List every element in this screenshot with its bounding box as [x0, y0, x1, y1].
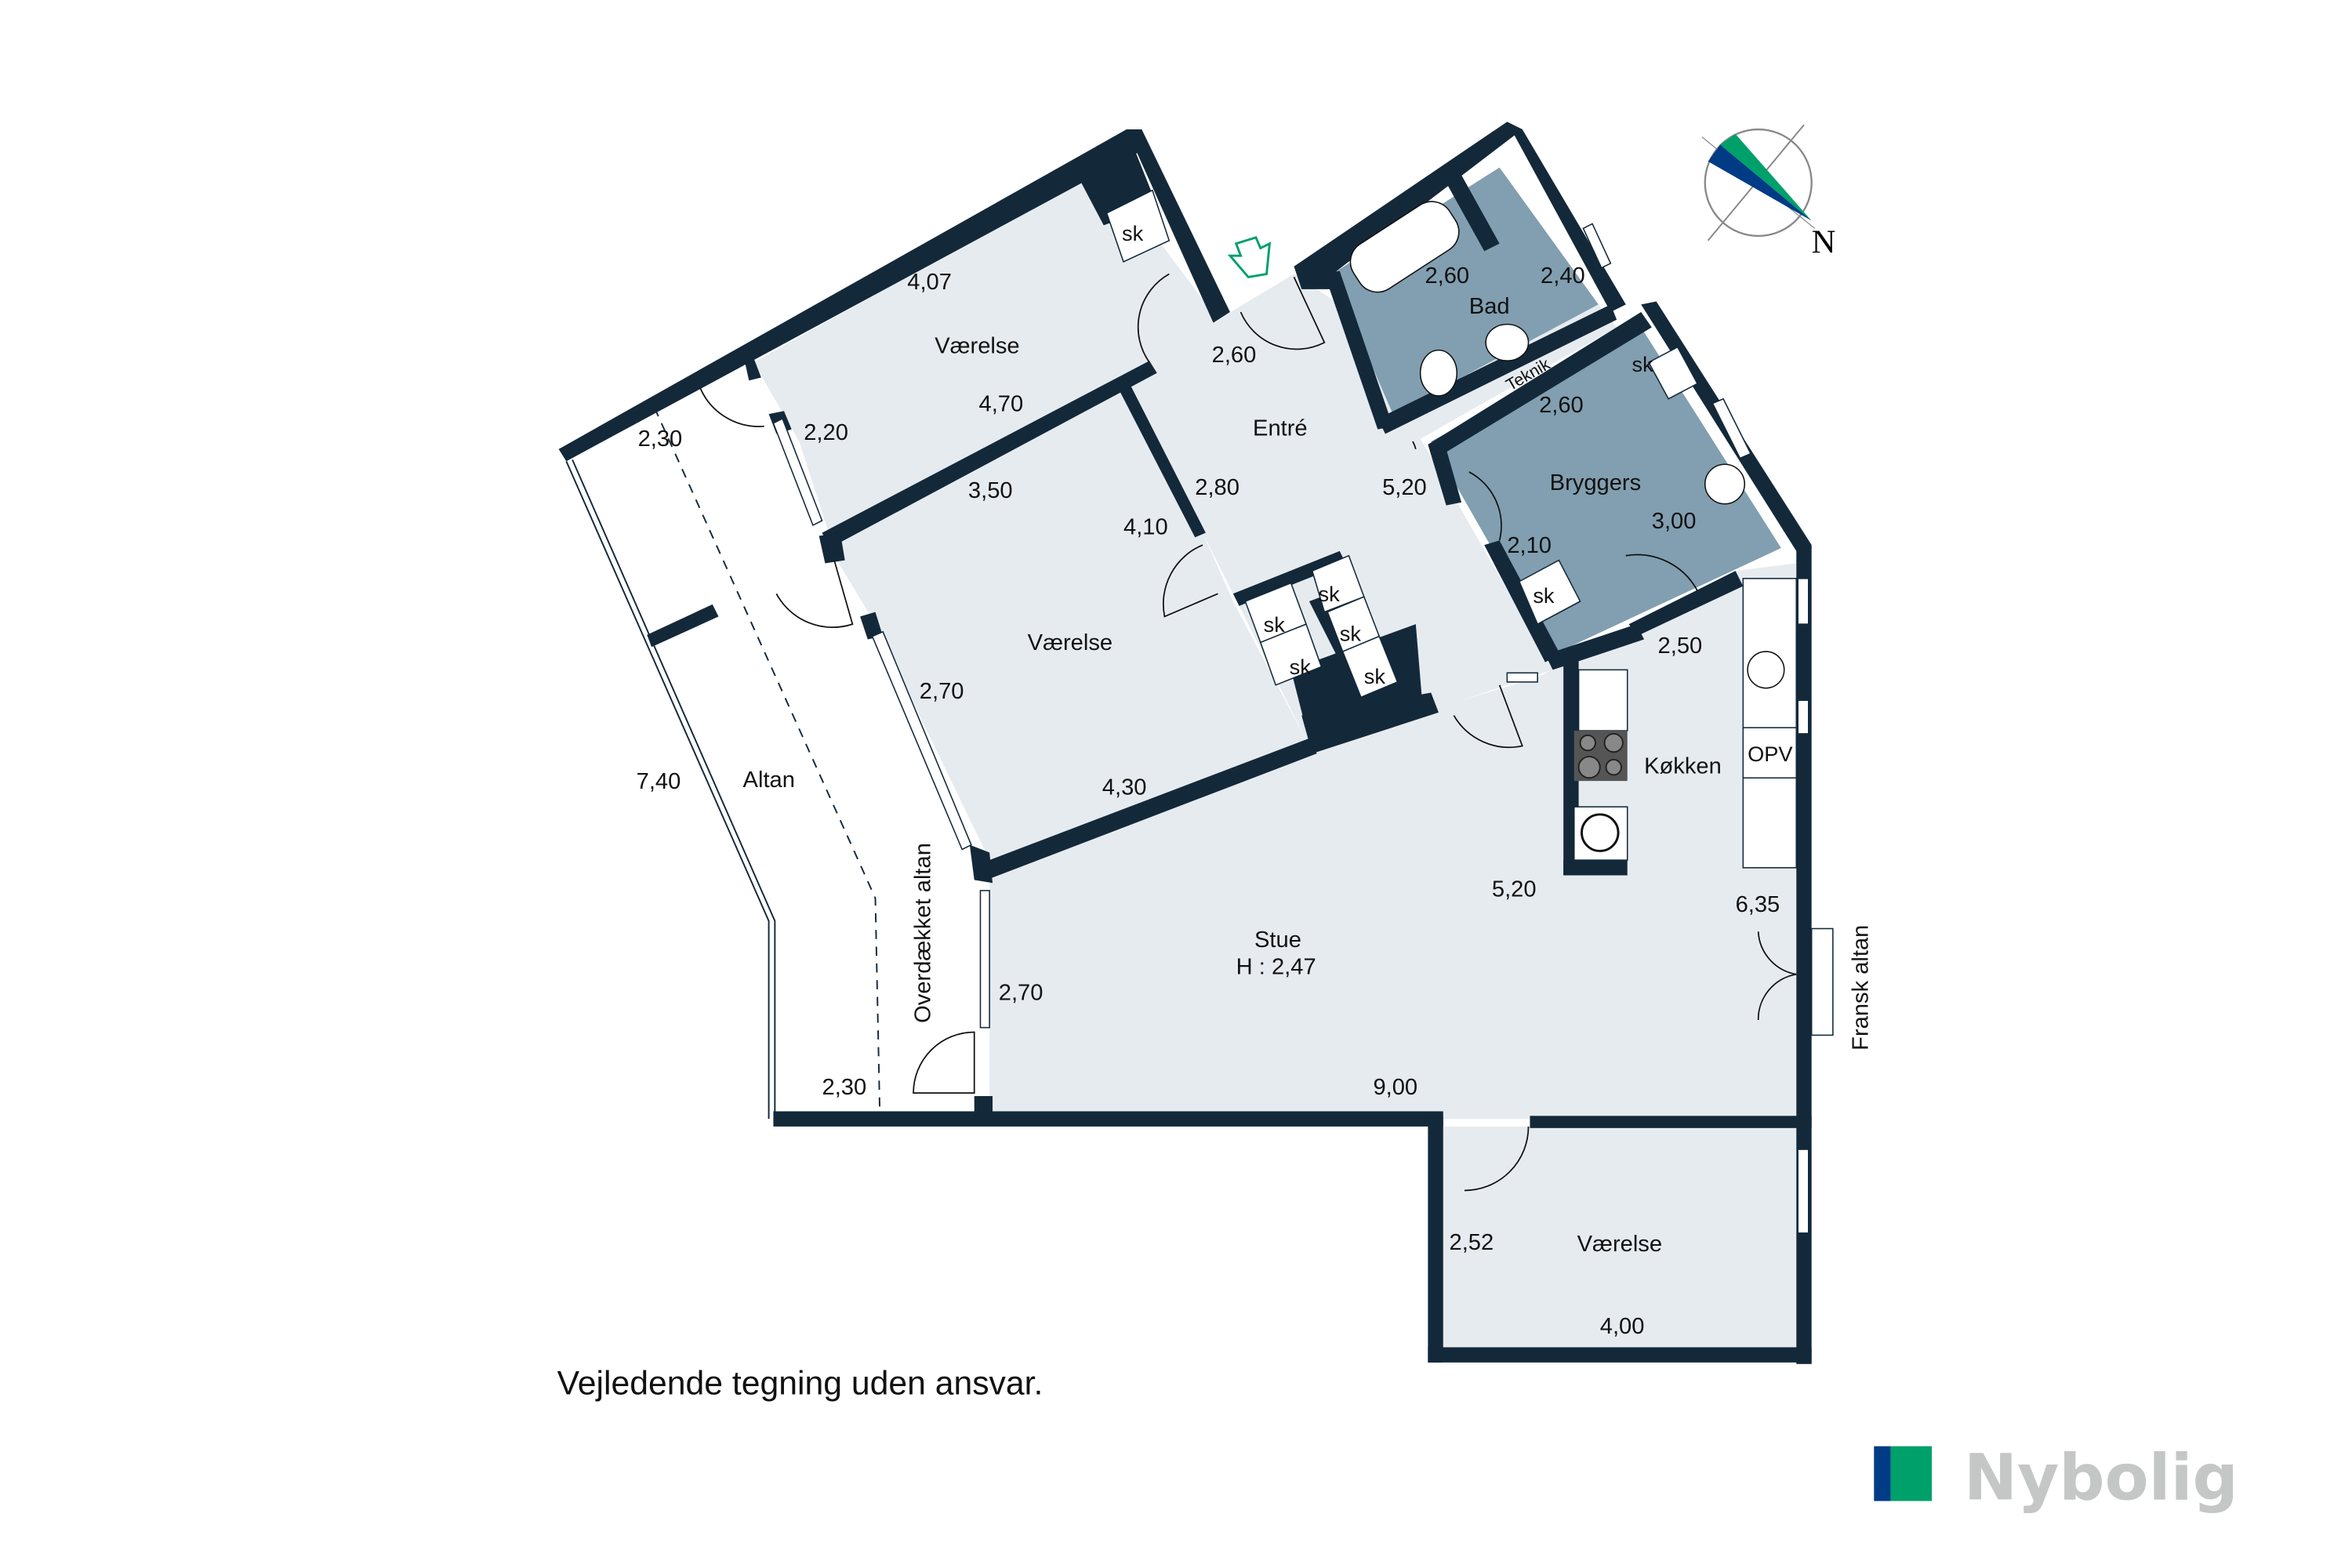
svg-text:4,70: 4,70 [979, 391, 1024, 416]
svg-text:2,60: 2,60 [1539, 393, 1584, 418]
disclaimer: Vejledende tegning uden ansvar. [557, 1365, 1044, 1403]
svg-text:9,00: 9,00 [1373, 1075, 1417, 1100]
svg-text:2,70: 2,70 [999, 981, 1044, 1006]
floor-entre [1119, 274, 1553, 746]
svg-text:sk: sk [1122, 221, 1144, 245]
svg-text:2,52: 2,52 [1450, 1230, 1494, 1255]
windows [772, 223, 1834, 1234]
svg-text:2,20: 2,20 [804, 420, 848, 445]
doors [699, 273, 1797, 1192]
utility-sink-icon [1704, 463, 1746, 505]
fridge-label: OPV [1748, 742, 1792, 766]
room-label-vaerelse-mid: Værelse [1028, 630, 1112, 655]
room-label-stue: Stue [1254, 927, 1301, 953]
svg-text:sk: sk [1364, 664, 1386, 688]
svg-text:2,80: 2,80 [1195, 475, 1240, 500]
bathtub-icon [1349, 201, 1460, 293]
svg-text:sk: sk [1319, 582, 1341, 606]
room-label-overdaekket-altan: Overdækket altan [910, 843, 935, 1023]
oven-fan-icon [1581, 813, 1620, 852]
closets: sk sk sk sk sk sk sk sk [1105, 189, 1654, 699]
svg-text:sk: sk [1632, 352, 1654, 376]
svg-text:2,70: 2,70 [920, 679, 964, 704]
floor-vaerelse-mid [829, 388, 1309, 861]
room-label-bryggers: Bryggers [1550, 470, 1641, 495]
svg-text:5,20: 5,20 [1492, 877, 1537, 902]
floor-bad [1332, 167, 1599, 415]
svg-text:2,60: 2,60 [1425, 263, 1469, 289]
svg-text:5,20: 5,20 [1382, 475, 1427, 500]
room-label-koekken: Køkken [1644, 753, 1722, 779]
toilet-icon [1419, 349, 1458, 397]
logo-green-bar [1890, 1446, 1933, 1501]
room-label-fransk-altan: Fransk altan [1849, 925, 1874, 1051]
counter-right [1742, 578, 1798, 869]
entrance-arrow-icon [1227, 236, 1272, 278]
svg-text:3,00: 3,00 [1652, 509, 1697, 534]
closet [1518, 559, 1581, 626]
logo-blue-bar [1874, 1446, 1891, 1501]
svg-text:2,60: 2,60 [1212, 343, 1257, 368]
compass-icon: N [1701, 124, 1836, 260]
room-label-entre: Entré [1253, 416, 1308, 441]
altan-outline [565, 407, 881, 1120]
svg-text:4,10: 4,10 [1123, 515, 1168, 540]
floor-vaerelse-bottom [1438, 1126, 1797, 1348]
svg-text:2,40: 2,40 [1541, 263, 1585, 289]
room-label-bad: Bad [1469, 294, 1510, 319]
compass-north-label: N [1812, 223, 1836, 260]
svg-text:2,50: 2,50 [1658, 633, 1703, 659]
svg-text:6,35: 6,35 [1736, 892, 1780, 917]
floor-vaerelse-top [753, 167, 1218, 536]
svg-text:2,30: 2,30 [822, 1075, 867, 1100]
svg-text:2,30: 2,30 [638, 426, 683, 452]
svg-text:2,10: 2,10 [1507, 533, 1552, 558]
svg-text:4,07: 4,07 [907, 270, 952, 295]
brand-logo: Nybolig [1874, 1441, 2238, 1515]
floor-bryggers [1431, 327, 1781, 655]
kitchen-sink-icon [1747, 651, 1785, 689]
sink-icon [1485, 323, 1530, 361]
logo-wordmark: Nybolig [1964, 1441, 2238, 1515]
room-label-altan: Altan [743, 768, 795, 793]
svg-text:4,00: 4,00 [1600, 1314, 1645, 1339]
room-label-vaerelse-bottom: Værelse [1577, 1232, 1662, 1257]
fixtures [1227, 201, 1798, 869]
room-labels: Værelse 4,07 4,70 2,20 Værelse 3,50 4,10… [637, 263, 1874, 1339]
closet [1341, 635, 1399, 699]
svg-text:sk: sk [1533, 583, 1555, 608]
room-ceiling-height: H : 2,47 [1236, 955, 1316, 980]
closet [1105, 189, 1171, 263]
svg-text:sk: sk [1290, 655, 1312, 679]
svg-text:4,30: 4,30 [1102, 775, 1147, 800]
svg-text:sk: sk [1340, 621, 1362, 645]
svg-text:sk: sk [1264, 612, 1286, 637]
svg-text:7,40: 7,40 [637, 769, 681, 794]
closet [1259, 623, 1323, 686]
svg-text:3,50: 3,50 [968, 478, 1013, 503]
room-label-vaerelse-top: Værelse [935, 333, 1019, 358]
